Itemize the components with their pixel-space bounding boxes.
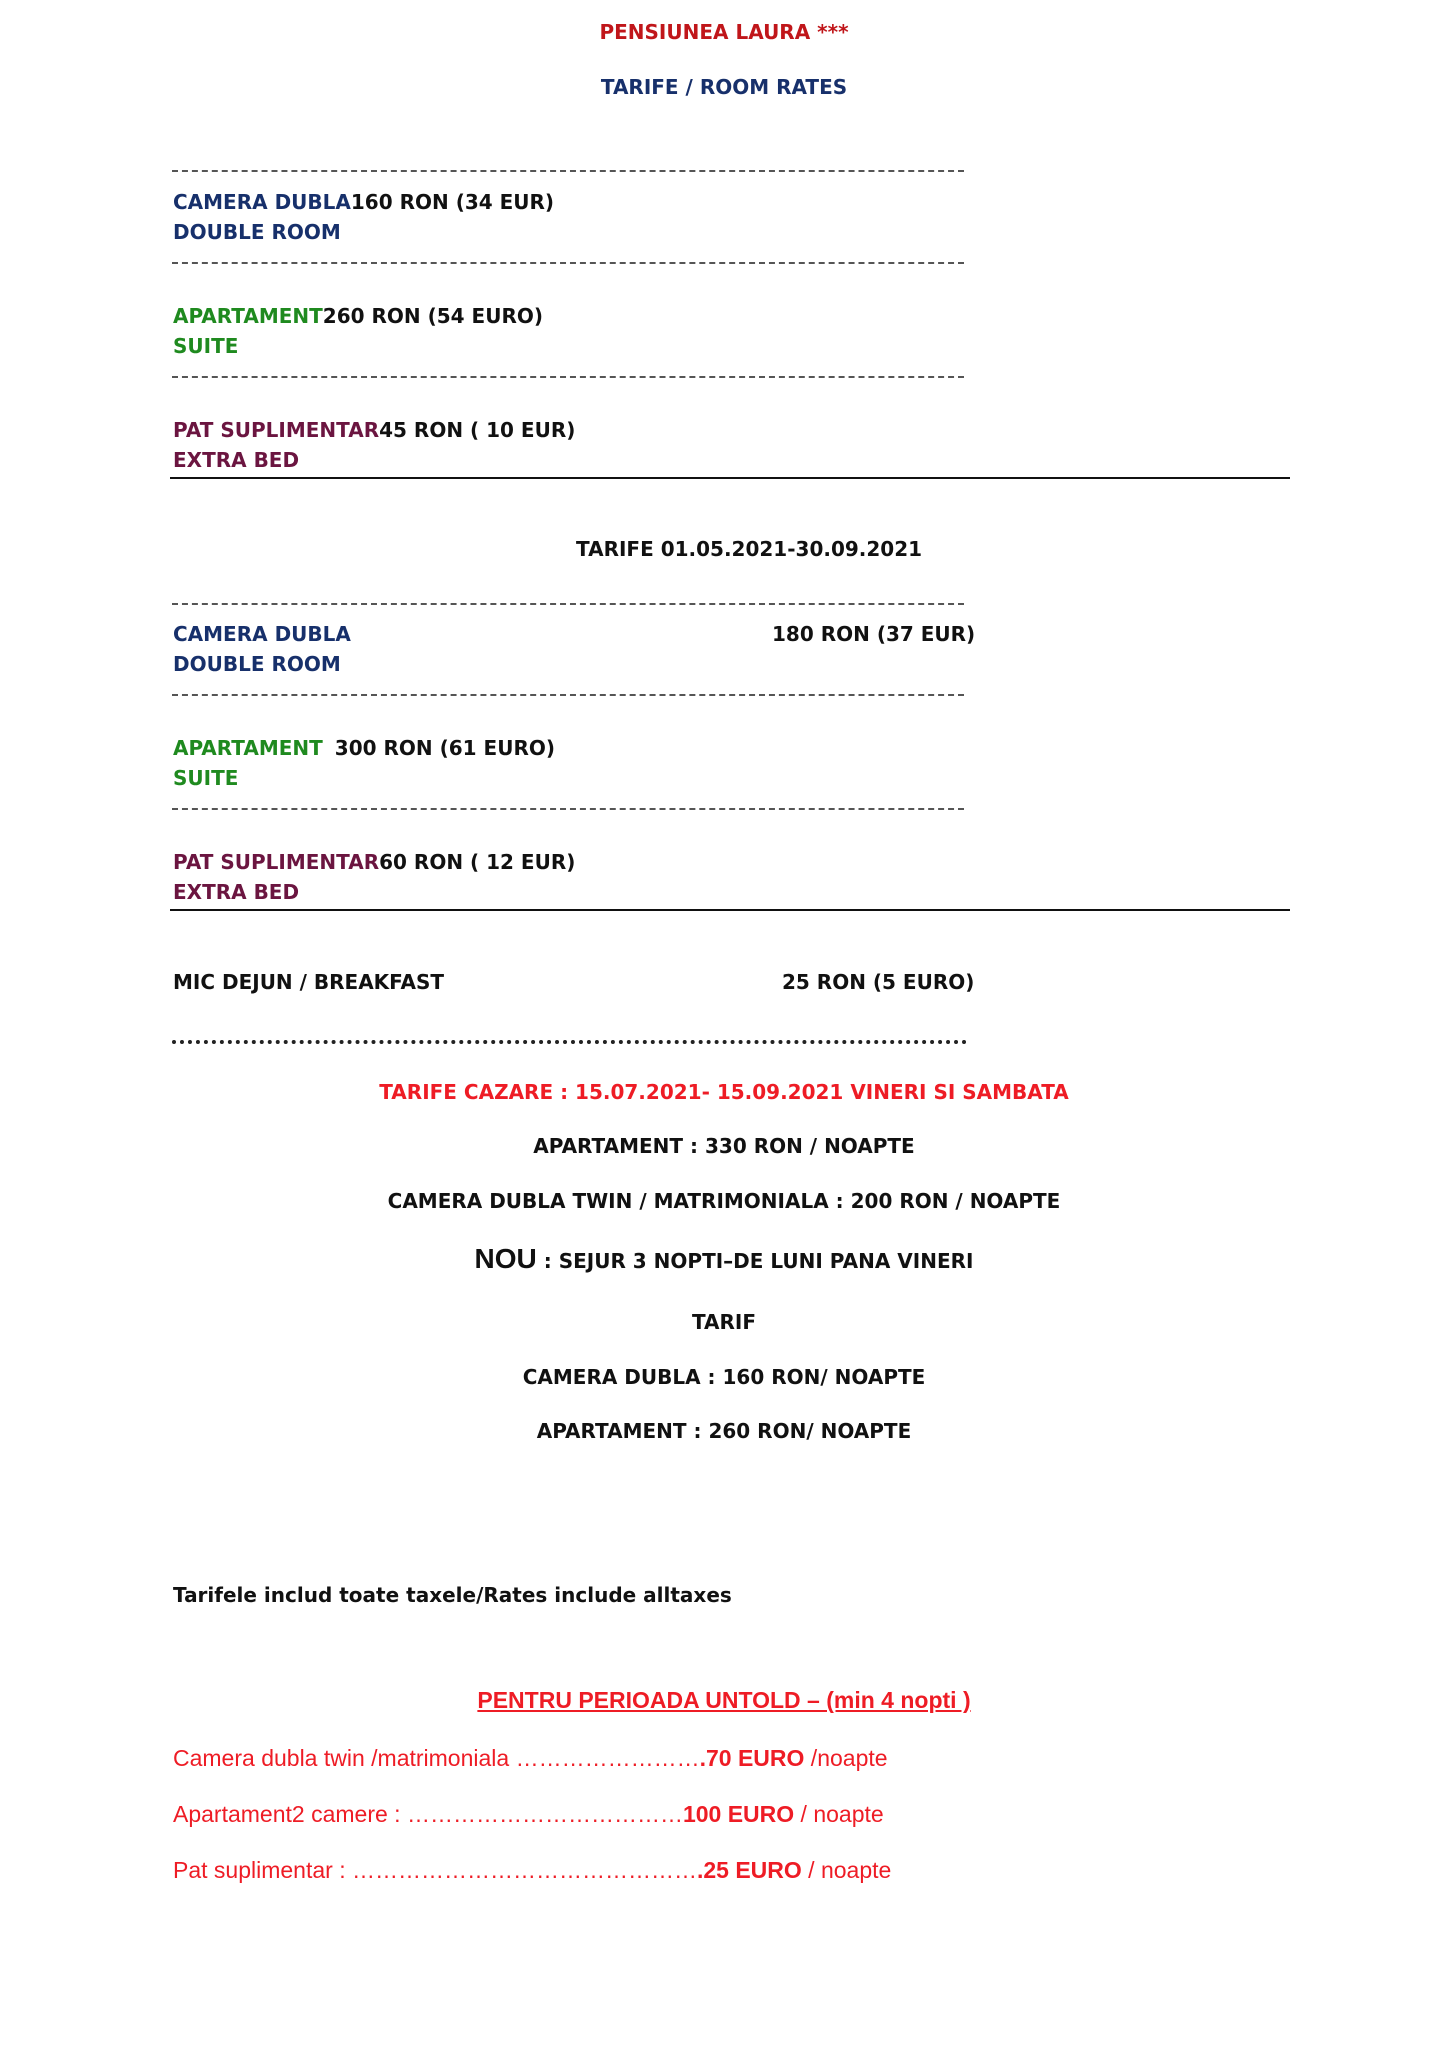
weekend-title: TARIFE CAZARE : 15.07.2021- 15.09.2021 V…: [379, 1080, 1069, 1104]
taxes-note: Tarifele includ toate taxele/Rates inclu…: [173, 1583, 732, 1607]
untold-row-price: .70 EURO: [699, 1745, 805, 1771]
offer-suite: APARTAMENT : 260 RON/ NOAPTE: [536, 1419, 912, 1443]
untold-row-label: Pat suplimentar : ………………………………………: [173, 1857, 697, 1883]
double-room-label: CAMERA DUBLA: [173, 190, 351, 214]
dashed-divider: [172, 808, 964, 810]
season-title: TARIFE 01.05.2021-30.09.2021: [576, 537, 923, 561]
untold-row-price: .25 EURO: [696, 1857, 802, 1883]
offer-double: CAMERA DUBLA : 160 RON/ NOAPTE: [522, 1365, 926, 1389]
section-rule: [170, 909, 1290, 911]
double-room-price: 160 RON (34 EUR): [350, 190, 555, 214]
double-room-label: CAMERA DUBLA: [173, 622, 351, 646]
untold-row: Pat suplimentar : ……………………………………….25 EUR…: [173, 1856, 891, 1884]
dashed-divider: [172, 170, 964, 172]
suite-en: SUITE: [173, 334, 239, 358]
double-room-en: DOUBLE ROOM: [173, 220, 341, 244]
extra-bed-label: PAT SUPLIMENTAR: [173, 418, 380, 442]
weekend-double: CAMERA DUBLA TWIN / MATRIMONIALA : 200 R…: [387, 1189, 1061, 1213]
suite-en: SUITE: [173, 766, 239, 790]
untold-row-unit: /noapte: [804, 1745, 888, 1771]
breakfast-label: MIC DEJUN / BREAKFAST: [173, 970, 445, 994]
new-offer-text: : SEJUR 3 NOPTI–DE LUNI PANA VINERI: [536, 1249, 974, 1273]
dotted-divider: [172, 1040, 967, 1044]
untold-row-label: Apartament2 camere : ………………………………: [173, 1801, 683, 1827]
untold-row-unit: / noapte: [801, 1857, 892, 1883]
section-rule: [170, 477, 1290, 479]
rate-row-suite: APARTAMENT 300 RON (61 EURO): [173, 736, 555, 760]
rate-row-extra-bed: PAT SUPLIMENTAR45 RON ( 10 EUR): [173, 418, 575, 442]
untold-row-price: 100 EURO: [682, 1801, 795, 1827]
suite-price: 300 RON (61 EURO): [334, 736, 555, 760]
double-room-price: 180 RON (37 EUR): [772, 622, 976, 646]
rate-row-double: CAMERA DUBLA160 RON (34 EUR): [173, 190, 554, 214]
suite-label: APARTAMENT: [173, 304, 323, 328]
extra-bed-en: EXTRA BED: [173, 880, 300, 904]
extra-bed-price: 45 RON ( 10 EUR): [379, 418, 576, 442]
dashed-divider: [172, 376, 964, 378]
untold-row: Apartament2 camere : ………………………………100 EUR…: [173, 1800, 884, 1828]
dashed-divider: [172, 694, 964, 696]
breakfast-price: 25 RON (5 EURO): [782, 970, 975, 994]
extra-bed-price: 60 RON ( 12 EUR): [379, 850, 576, 874]
new-label: NOU: [474, 1243, 537, 1274]
rate-row-suite: APARTAMENT260 RON (54 EURO): [173, 304, 543, 328]
extra-bed-label: PAT SUPLIMENTAR: [173, 850, 380, 874]
extra-bed-en: EXTRA BED: [173, 448, 300, 472]
suite-label: APARTAMENT: [173, 736, 323, 760]
offer-tarif: TARIF: [691, 1310, 757, 1334]
rate-row-extra-bed: PAT SUPLIMENTAR60 RON ( 12 EUR): [173, 850, 575, 874]
page-subtitle: TARIFE / ROOM RATES: [600, 75, 848, 99]
double-room-en: DOUBLE ROOM: [173, 652, 341, 676]
dashed-divider: [172, 603, 964, 605]
weekend-suite: APARTAMENT : 330 RON / NOAPTE: [533, 1134, 915, 1158]
dashed-divider: [172, 262, 964, 264]
untold-row-unit: / noapte: [794, 1801, 884, 1827]
untold-title: PENTRU PERIOADA UNTOLD – (min 4 nopti ): [477, 1687, 971, 1713]
untold-row: Camera dubla twin /matrimoniala ………………………: [173, 1744, 888, 1772]
page-title: PENSIUNEA LAURA ***: [599, 20, 849, 44]
new-offer-line: NOU : SEJUR 3 NOPTI–DE LUNI PANA VINERI: [0, 1242, 1448, 1280]
untold-row-label: Camera dubla twin /matrimoniala ……………………: [173, 1745, 700, 1771]
suite-price: 260 RON (54 EURO): [322, 304, 543, 328]
